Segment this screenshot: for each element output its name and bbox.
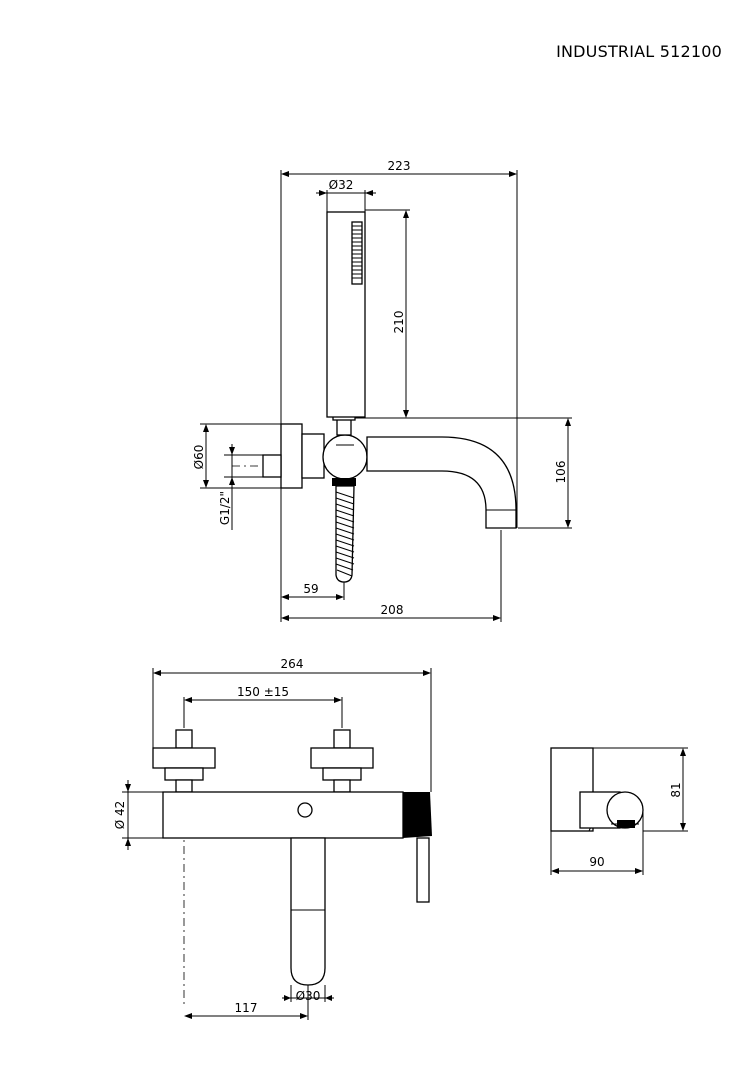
lever bbox=[416, 837, 430, 903]
mixer-body bbox=[162, 791, 404, 839]
front-view: 223 Ø32 210 106 Ø60 bbox=[192, 159, 572, 622]
left-flange-base bbox=[164, 767, 204, 781]
right-flange-base bbox=[322, 767, 362, 781]
diverter-hole bbox=[297, 802, 313, 818]
bath-spout bbox=[366, 436, 517, 529]
dim-flange-diameter: Ø60 bbox=[192, 445, 206, 470]
hose-spiral bbox=[335, 491, 355, 577]
shower-nozzles bbox=[351, 221, 363, 285]
dim-center-distance: 150 ±15 bbox=[237, 685, 289, 699]
right-connector bbox=[333, 779, 351, 793]
dim-hand-shower-diameter: Ø32 bbox=[329, 178, 354, 192]
side-view: 81 90 bbox=[550, 747, 688, 875]
dim-spout-projection: 208 bbox=[381, 603, 404, 617]
dim-wall-to-hose: 59 bbox=[303, 582, 318, 596]
wall-flange bbox=[280, 423, 303, 489]
wall-connector bbox=[262, 454, 282, 478]
dim-side-height: 81 bbox=[669, 782, 683, 797]
bottom-view: 264 150 ±15 Ø 42 Ø30 117 bbox=[113, 657, 432, 1020]
lever-handle bbox=[403, 792, 432, 838]
dim-hand-shower-length: 210 bbox=[392, 311, 406, 334]
bath-spout-plan bbox=[290, 837, 326, 986]
dim-connection-thread: G1/2" bbox=[218, 491, 232, 525]
dim-overall-width: 223 bbox=[388, 159, 411, 173]
dim-spout-height: 106 bbox=[554, 461, 568, 484]
dim-side-depth: 90 bbox=[589, 855, 604, 869]
hose-connector bbox=[332, 478, 356, 486]
left-eccentric-stub bbox=[175, 729, 193, 749]
dim-wall-to-spout: 117 bbox=[235, 1001, 258, 1015]
diverter-stem bbox=[336, 418, 352, 436]
left-connector bbox=[175, 779, 193, 793]
dim-body-diameter: Ø 42 bbox=[113, 801, 127, 830]
dim-overall-length: 264 bbox=[281, 657, 304, 671]
diverter-knob bbox=[322, 434, 368, 480]
right-eccentric-stub bbox=[333, 729, 351, 749]
right-flange bbox=[310, 747, 374, 769]
product-title: INDUSTRIAL 512100 bbox=[556, 42, 722, 61]
side-aerator bbox=[617, 820, 635, 828]
mixer-body-segment bbox=[301, 433, 325, 479]
left-flange bbox=[152, 747, 216, 769]
